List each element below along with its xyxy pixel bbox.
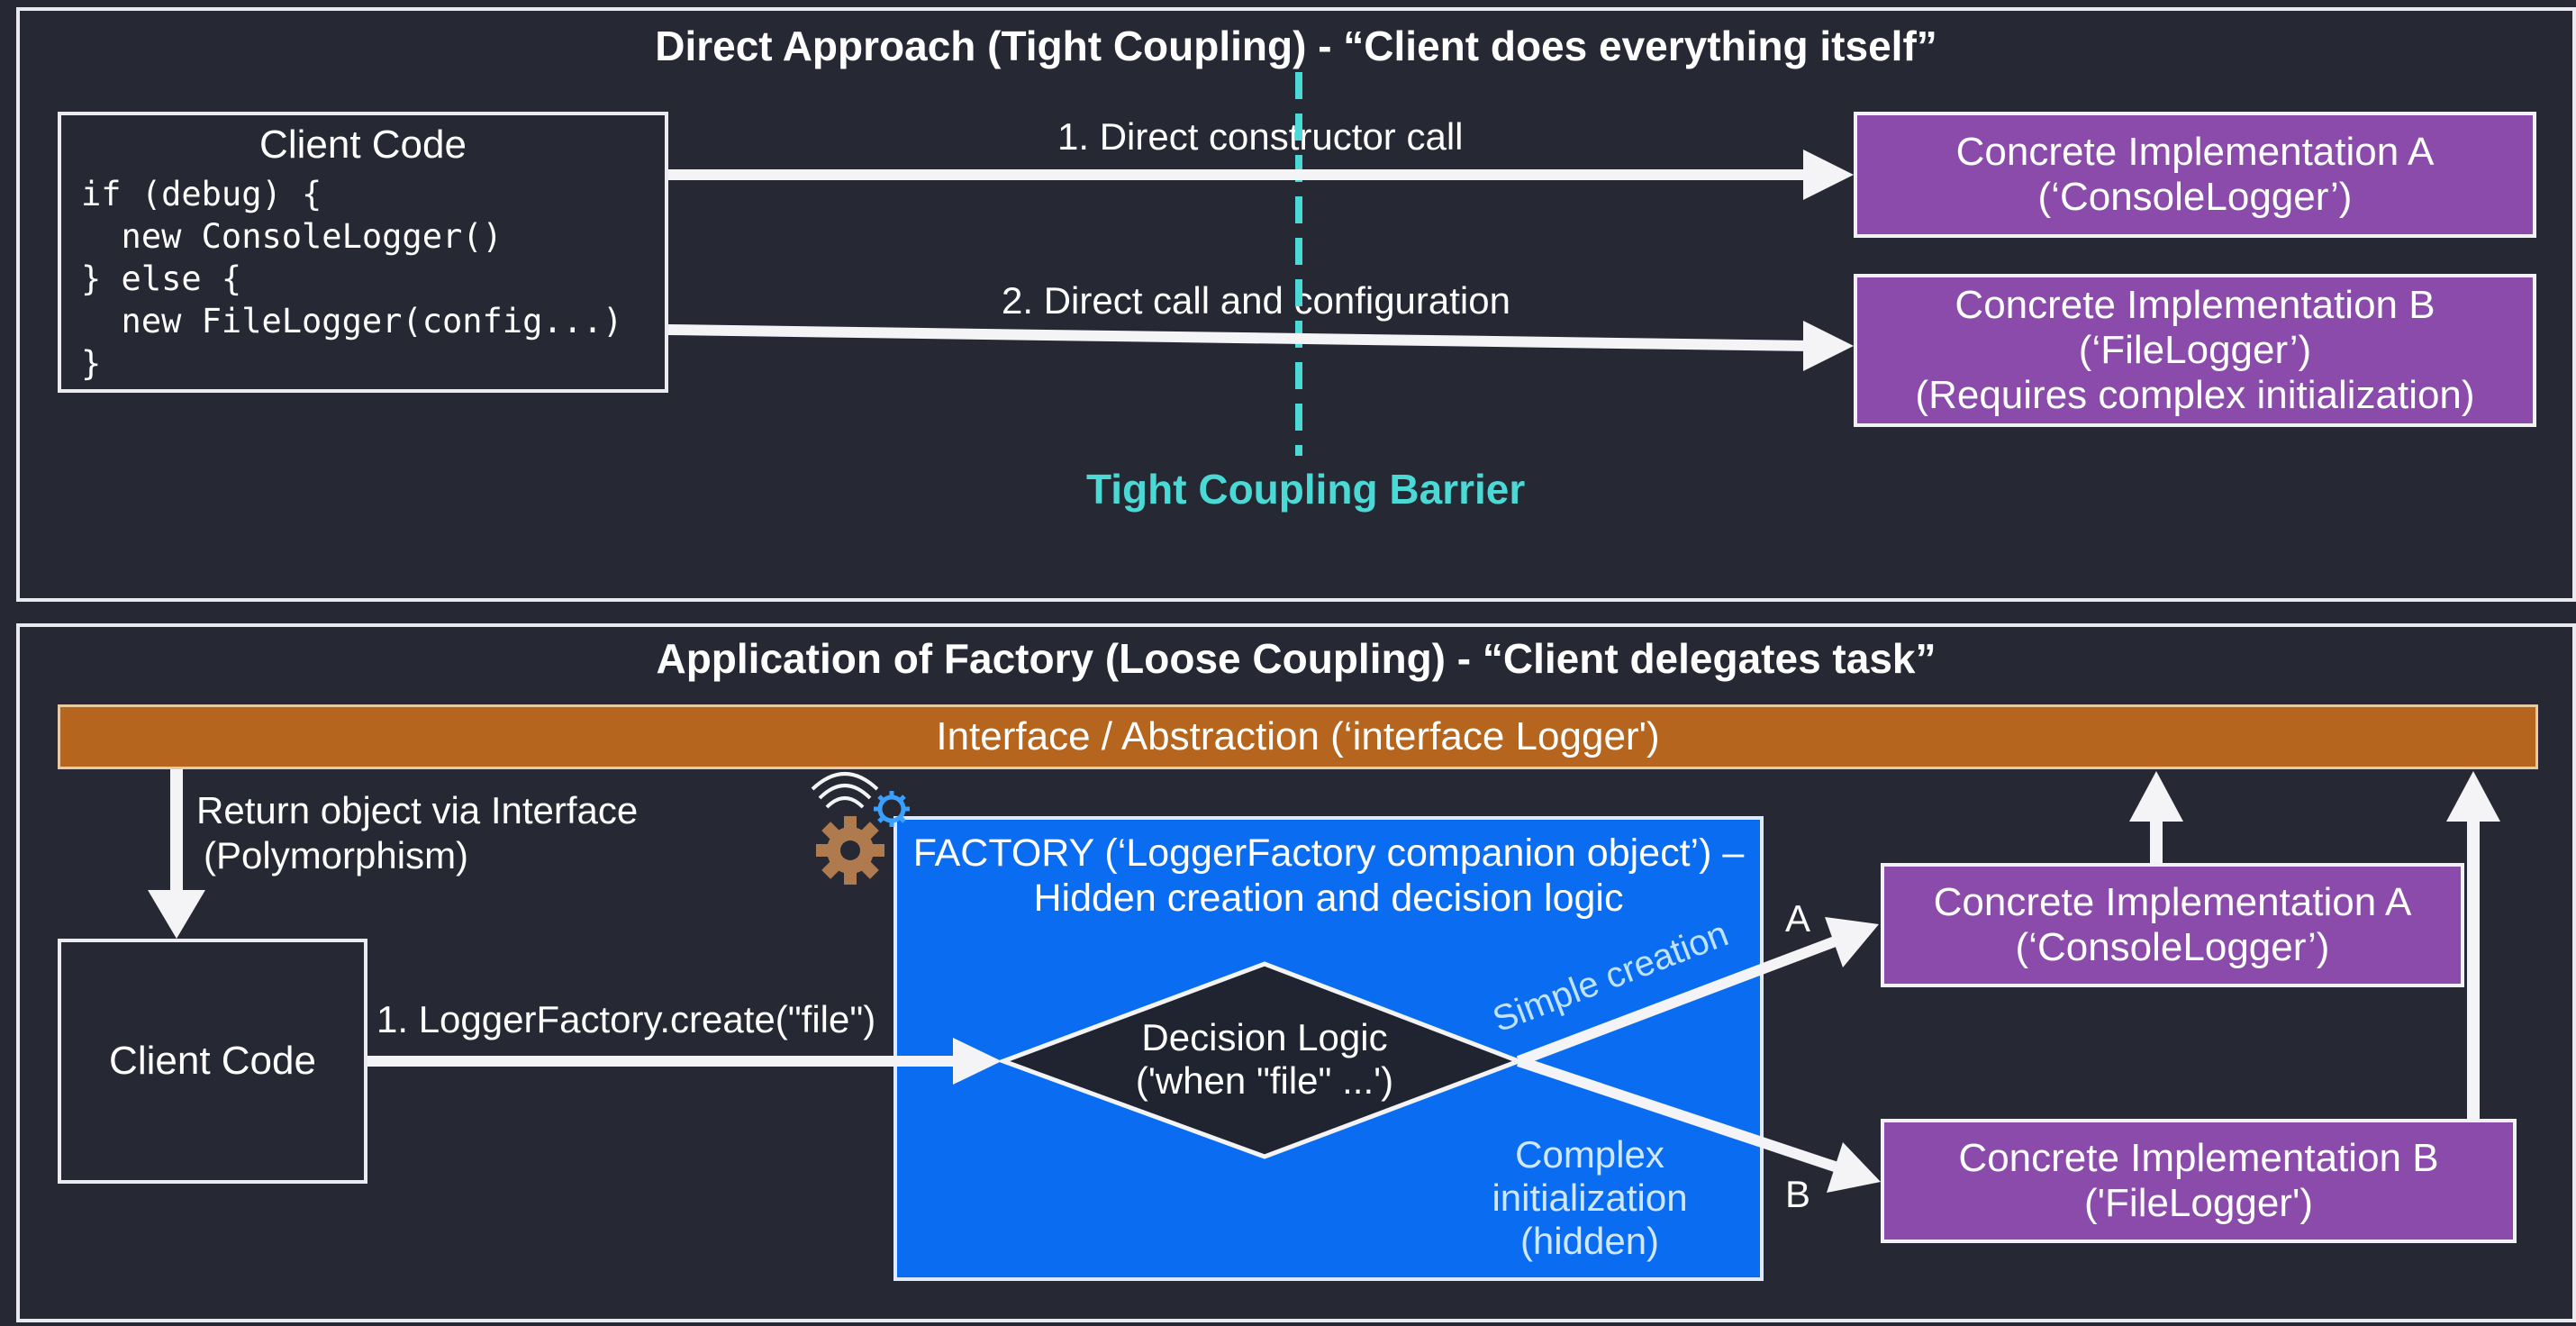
loose-coupling-panel: Application of Factory (Loose Coupling) …: [16, 623, 2576, 1322]
complex-line2: initialization: [1492, 1176, 1688, 1219]
complex-initialization-label: Complex initialization (hidden): [1459, 1133, 1720, 1263]
factory-impl-b-class: ('FileLogger'): [2083, 1181, 2313, 1225]
return-object-arrow: [148, 769, 205, 939]
direct-constructor-label: 1. Direct constructor call: [1057, 115, 1464, 158]
factory-title-line2: Hidden creation and decision logic: [1033, 876, 1624, 920]
impl-a-class: (‘ConsoleLogger’): [2037, 175, 2353, 219]
concrete-impl-a-direct: Concrete Implementation A (‘ConsoleLogge…: [1854, 112, 2536, 238]
tight-coupling-title: Direct Approach (Tight Coupling) - “Clie…: [655, 23, 1937, 69]
client-code-box-factory: Client Code: [58, 939, 367, 1184]
factory-impl-a-class: (‘ConsoleLogger’): [2015, 925, 2330, 969]
impl-b-name: Concrete Implementation B: [1955, 283, 2435, 327]
impl-b-class: (‘FileLogger’): [2078, 328, 2312, 372]
factory-call-label: 1. LoggerFactory.create("file"): [376, 998, 876, 1040]
impl-b-up-arrow: [2446, 771, 2500, 1119]
branch-b-arrow: [1517, 1056, 1881, 1193]
impl-a-name: Concrete Implementation A: [1955, 130, 2435, 174]
complex-line1: Complex: [1515, 1133, 1664, 1176]
loose-coupling-title: Application of Factory (Loose Coupling) …: [656, 635, 1937, 682]
direct-config-arrow: [667, 321, 1854, 371]
branch-b-letter: B: [1785, 1173, 1811, 1215]
factory-call-arrow: [367, 1038, 1002, 1085]
impl-b-note: (Requires complex initialization): [1915, 373, 2475, 417]
return-object-label: Return object via Interface: [196, 789, 639, 831]
client-code-box-direct: Client Code if (debug) { new ConsoleLogg…: [58, 112, 668, 393]
polymorphism-label: (Polymorphism): [204, 834, 469, 876]
interface-abstraction-bar: Interface / Abstraction (‘interface Logg…: [58, 704, 2538, 769]
direct-constructor-arrow: [668, 150, 1854, 200]
client-code-title-factory: Client Code: [109, 1039, 316, 1083]
decision-logic-title: Decision Logic: [1141, 1016, 1388, 1058]
branch-a-arrow: [1516, 917, 1879, 1067]
factory-title-line1: FACTORY (‘LoggerFactory companion object…: [912, 831, 1745, 875]
factory-impl-b-name: Concrete Implementation B: [1958, 1136, 2439, 1180]
decision-logic-detail: ('when "file" ...'): [1135, 1059, 1394, 1102]
concrete-impl-b-direct: Concrete Implementation B (‘FileLogger’)…: [1854, 274, 2536, 427]
tight-coupling-panel: Direct Approach (Tight Coupling) - “Clie…: [16, 7, 2576, 602]
factory-impl-a-name: Concrete Implementation A: [1933, 880, 2412, 924]
branch-a-letter: A: [1785, 897, 1811, 940]
factory-title: FACTORY (‘LoggerFactory companion object…: [897, 831, 1760, 921]
direct-config-label: 2. Direct call and configuration: [1002, 279, 1510, 322]
client-code-snippet: if (debug) { new ConsoleLogger() } else …: [81, 175, 623, 383]
small-gear-icon: [874, 791, 910, 827]
decision-logic-label: Decision Logic ('when "file" ...'): [1081, 1016, 1448, 1103]
concrete-impl-a-factory: Concrete Implementation A (‘ConsoleLogge…: [1881, 863, 2464, 987]
client-code-title-direct: Client Code: [259, 123, 467, 167]
interface-abstraction-label: Interface / Abstraction (‘interface Logg…: [936, 714, 1660, 758]
complex-line3: (hidden): [1519, 1220, 1660, 1262]
concrete-impl-b-factory: Concrete Implementation B ('FileLogger'): [1881, 1119, 2517, 1243]
impl-a-up-arrow: [2129, 771, 2183, 863]
wifi-icon: [811, 772, 879, 809]
gear-icon: [816, 816, 884, 885]
tight-coupling-barrier-label: Tight Coupling Barrier: [1086, 466, 1526, 513]
